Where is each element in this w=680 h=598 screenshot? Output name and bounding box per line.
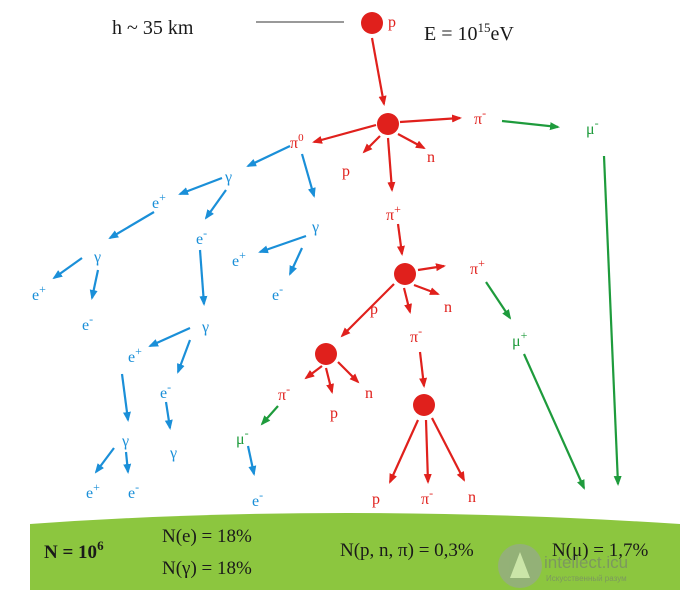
- label-gamma-2: γ: [311, 219, 319, 236]
- energy-label: E = 1015eV: [424, 20, 514, 45]
- em-arrows: [52, 145, 316, 476]
- label-pi-minus-4: π-: [421, 486, 433, 508]
- label-mu-minus-2: μ-: [236, 426, 249, 448]
- label-pi-plus-2: π+: [470, 256, 485, 278]
- interaction-3: [315, 343, 337, 365]
- label-mu-minus-1: μ-: [586, 116, 599, 138]
- label-gamma-4: γ: [201, 319, 209, 336]
- label-p-3: p: [330, 405, 338, 422]
- hadron-arrows: [304, 37, 465, 484]
- label-e-minus-3: e-: [82, 312, 93, 334]
- label-e-plus-5: e+: [86, 480, 100, 502]
- muon-fraction: N(μ) = 1,7%: [552, 540, 649, 561]
- label-e-minus-4: e-: [160, 380, 171, 402]
- gamma-fraction: N(γ) = 18%: [162, 558, 252, 579]
- primary-proton: [361, 12, 383, 34]
- label-gamma-1: γ: [224, 169, 232, 186]
- label-p-primary: p: [388, 14, 396, 31]
- hadron-labels: p π0 π- p n π+ π+ p n π- π- p n p π- n: [278, 14, 486, 508]
- interaction-2: [394, 263, 416, 285]
- watermark-site: intellect.icu: [544, 553, 628, 572]
- label-gamma-5: γ: [169, 445, 177, 462]
- label-n-4: n: [468, 489, 476, 506]
- label-pi-minus-3: π-: [278, 382, 290, 404]
- label-e-plus-2: e+: [232, 248, 246, 270]
- label-n-3: n: [365, 385, 373, 402]
- muon-arrows: [260, 119, 622, 490]
- watermark-triangle-icon: [510, 552, 530, 578]
- label-e-minus-5: e-: [128, 480, 139, 502]
- label-p-4: p: [372, 491, 380, 508]
- muon-labels: μ- μ+ μ-: [236, 116, 599, 448]
- em-labels: γ e+ e- γ e+ e- γ e+ e- γ e+ e- γ γ e+ e…: [32, 169, 319, 510]
- label-e-minus-2: e-: [272, 282, 283, 304]
- label-pi0: π0: [290, 132, 304, 152]
- hadron-fraction: N(p, n, π) = 0,3%: [340, 540, 474, 561]
- label-pi-minus-2: π-: [410, 324, 422, 346]
- label-p-1: p: [342, 163, 350, 180]
- label-p-2: p: [370, 301, 378, 318]
- label-e-plus-4: e+: [128, 344, 142, 366]
- label-mu-plus: μ+: [512, 328, 528, 350]
- interaction-1: [377, 113, 399, 135]
- label-n-1: n: [427, 149, 435, 166]
- label-n-2: n: [444, 299, 452, 316]
- label-pi-minus-1: π-: [474, 106, 486, 128]
- watermark-tagline: Искусственный разум: [546, 574, 627, 583]
- ground-stats: N = 106 N(e) = 18% N(γ) = 18% N(p, n, π)…: [44, 526, 649, 579]
- electron-fraction: N(e) = 18%: [162, 526, 252, 547]
- watermark: intellect.icu Искусственный разум: [498, 544, 628, 588]
- interaction-points: [315, 12, 435, 416]
- interaction-4: [413, 394, 435, 416]
- label-e-plus-1: e+: [152, 190, 166, 212]
- label-e-minus-1: e-: [196, 226, 207, 248]
- label-e-plus-3: e+: [32, 282, 46, 304]
- label-e-minus-6: e-: [252, 488, 263, 510]
- label-gamma-3: γ: [93, 249, 101, 266]
- label-pi-plus-1: π+: [386, 202, 401, 224]
- total-particles: N = 106: [44, 538, 104, 563]
- label-gamma-6: γ: [121, 433, 129, 450]
- altitude-label: h ~ 35 km: [112, 17, 194, 39]
